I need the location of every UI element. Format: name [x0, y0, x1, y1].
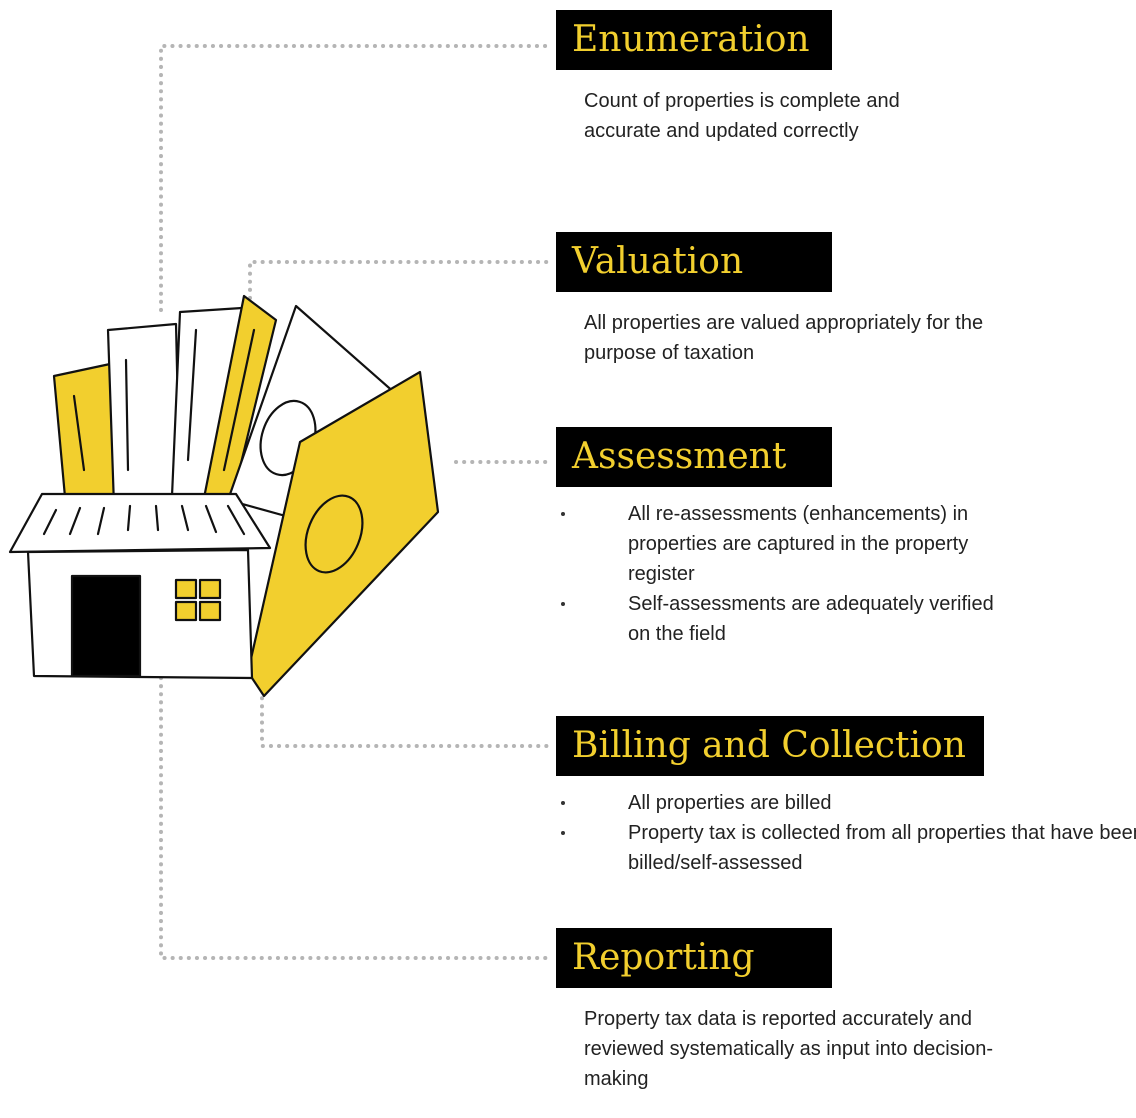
- connector-reporting: [159, 676, 554, 960]
- house-roof: [8, 492, 272, 554]
- section-description: All properties are valued appropriately …: [584, 312, 984, 364]
- section-title: Enumeration: [556, 10, 832, 70]
- section-description: Property tax data is reported accurately…: [584, 1008, 994, 1090]
- section-valuation: Valuation All properties are valued appr…: [556, 232, 984, 368]
- section-title: Assessment: [556, 427, 832, 487]
- section-assessment: Assessment All re-assessments (enhanceme…: [556, 427, 1016, 649]
- house-with-documents-icon: [8, 294, 440, 698]
- bullet-list: All re-assessments (enhancements) in pro…: [556, 499, 1016, 649]
- bullet-item: Property tax is collected from all prope…: [556, 818, 1136, 878]
- section-billing-and-collection: Billing and Collection All properties ar…: [556, 716, 1136, 878]
- document-papers: [52, 294, 440, 698]
- section-title: Billing and Collection: [556, 716, 984, 776]
- section-description: Count of properties is complete and accu…: [584, 90, 900, 142]
- connector-enumeration: [159, 44, 554, 312]
- connector-lines: [159, 44, 554, 960]
- connector-valuation: [248, 260, 554, 300]
- section-title: Reporting: [556, 928, 832, 988]
- section-enumeration: Enumeration Count of properties is compl…: [556, 10, 924, 146]
- section-title: Valuation: [556, 232, 832, 292]
- house-body: [26, 548, 254, 680]
- section-reporting: Reporting Property tax data is reported …: [556, 928, 1004, 1094]
- bullet-list: All properties are billed Property tax i…: [556, 788, 1136, 878]
- bullet-item: All properties are billed: [556, 788, 1136, 818]
- bullet-item: All re-assessments (enhancements) in pro…: [556, 499, 1016, 589]
- connector-billing: [260, 680, 554, 748]
- bullet-item: Self-assessments are adequately verified…: [556, 589, 1016, 649]
